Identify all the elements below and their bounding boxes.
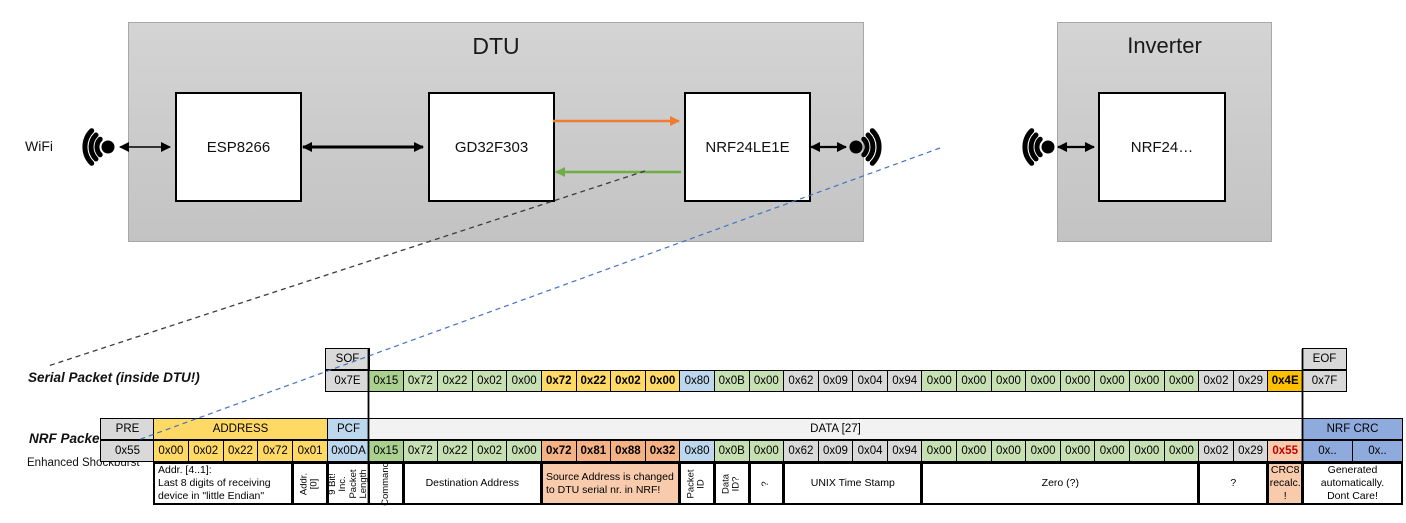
serial-byte: 0x00 <box>644 370 681 392</box>
annotation-cell: Packet ID <box>679 462 715 505</box>
chip-nrf24le1e: NRF24LE1E <box>684 92 811 202</box>
nrf-byte: 0x00 <box>1094 440 1131 462</box>
annotation-cell: Destination Address <box>402 462 542 505</box>
nrf-packet-label: NRF Packet <box>29 431 105 446</box>
nrf-byte: 0x22 <box>437 440 473 462</box>
nrf-byte: 0x81 <box>575 440 612 462</box>
address-byte: 0x22 <box>222 440 259 462</box>
annotation-cell: Source Address is changed to DTU serial … <box>540 462 681 505</box>
nrf-crc-byte: 0x.. <box>1302 440 1353 462</box>
nrf-byte: 0x00 <box>990 440 1027 462</box>
serial-byte: 0x72 <box>540 370 577 392</box>
serial-byte: 0x4E <box>1267 370 1303 392</box>
annotation-cell: UNIX Time Stamp <box>783 462 923 505</box>
annotation-cell: ? <box>1198 462 1269 505</box>
serial-byte: 0x00 <box>921 370 958 392</box>
nrf-byte: 0x00 <box>748 440 785 462</box>
serial-byte: 0x0B <box>713 370 750 392</box>
serial-byte: 0x04 <box>852 370 888 392</box>
annotation-cell: Generated automatically. Dont Care! <box>1302 462 1403 505</box>
serial-byte: 0x00 <box>990 370 1027 392</box>
wifi-waves-left-icon <box>82 128 115 166</box>
chip-gd32f303: GD32F303 <box>428 92 555 202</box>
nrf-byte: 0x0B <box>713 440 750 462</box>
nrf-byte: 0x02 <box>471 440 508 462</box>
annotation-cell: Zero (?) <box>921 462 1200 505</box>
serial-byte: 0x00 <box>506 370 542 392</box>
sof-header: SOF <box>325 348 370 370</box>
annotation-cell: Data ID? <box>713 462 750 505</box>
pcf-header: PCF <box>327 418 370 440</box>
address-header: ADDRESS <box>153 418 328 440</box>
pre-header: PRE <box>100 418 155 440</box>
serial-byte: 0x02 <box>1198 370 1234 392</box>
serial-byte: 0x00 <box>1094 370 1131 392</box>
nrf-byte: 0x94 <box>886 440 923 462</box>
sof-byte: 0x7E <box>325 370 370 392</box>
wifi-waves-inverter-icon <box>1022 128 1055 166</box>
annotation-cell: ? <box>748 462 785 505</box>
nrf-crc-byte: 0x.. <box>1352 440 1403 462</box>
nrf-byte: 0x80 <box>679 440 715 462</box>
serial-byte: 0x22 <box>575 370 612 392</box>
pcf-byte: 0x0DA <box>327 440 370 462</box>
eof-header: EOF <box>1302 348 1347 370</box>
serial-byte: 0x00 <box>1129 370 1165 392</box>
serial-byte: 0x80 <box>679 370 715 392</box>
nrf-byte: 0x72 <box>540 440 577 462</box>
annotation-cell: CRC8 recalc. ! <box>1267 462 1303 505</box>
serial-byte: 0x22 <box>437 370 473 392</box>
pre-byte: 0x55 <box>100 440 155 462</box>
nrf-byte: 0x55 <box>1267 440 1303 462</box>
annotation-cell: 9 Bit! Inc. Packet Length <box>327 462 370 505</box>
nrf-byte: 0x29 <box>1232 440 1269 462</box>
nrf-byte: 0x04 <box>852 440 888 462</box>
nrf-byte: 0x15 <box>368 440 404 462</box>
nrf-byte: 0x32 <box>644 440 681 462</box>
nrf-byte: 0x00 <box>1129 440 1165 462</box>
serial-byte: 0x00 <box>1059 370 1096 392</box>
address-byte: 0x02 <box>187 440 224 462</box>
serial-byte: 0x00 <box>1163 370 1200 392</box>
dtu-title: DTU <box>472 33 520 59</box>
inverter-title: Inverter <box>1127 33 1202 58</box>
data-header: DATA [27] <box>368 418 1303 440</box>
address-byte: 0x00 <box>153 440 189 462</box>
serial-byte: 0x02 <box>471 370 508 392</box>
nrf-byte: 0x88 <box>610 440 646 462</box>
annotation-cell: Addr.[0] <box>292 462 328 505</box>
nrf-byte: 0x00 <box>1163 440 1200 462</box>
serial-byte: 0x72 <box>402 370 439 392</box>
nrf-byte: 0x00 <box>921 440 958 462</box>
chip-esp8266: ESP8266 <box>175 92 302 202</box>
annotation-cell: Command <box>368 462 404 505</box>
serial-byte: 0x62 <box>783 370 819 392</box>
serial-byte: 0x15 <box>368 370 404 392</box>
serial-byte: 0x00 <box>956 370 992 392</box>
eof-byte: 0x7F <box>1302 370 1347 392</box>
nrf-byte: 0x02 <box>1198 440 1234 462</box>
nrf-byte: 0x00 <box>1025 440 1061 462</box>
chip-nrf24-inverter: NRF24… <box>1098 92 1226 202</box>
serial-byte: 0x00 <box>748 370 785 392</box>
nrf-byte: 0x62 <box>783 440 819 462</box>
annotation-cell: Addr. [4..1]: Last 8 digits of receiving… <box>153 462 294 505</box>
serial-byte: 0x09 <box>817 370 854 392</box>
nrf-byte: 0x00 <box>1059 440 1096 462</box>
nrf-byte: 0x72 <box>402 440 439 462</box>
nrf-byte: 0x00 <box>956 440 992 462</box>
address-byte: 0x72 <box>257 440 294 462</box>
serial-byte: 0x02 <box>610 370 646 392</box>
serial-byte: 0x29 <box>1232 370 1269 392</box>
nrf-crc-header: NRF CRC <box>1302 418 1403 440</box>
address-byte: 0x01 <box>292 440 328 462</box>
nrf-byte: 0x09 <box>817 440 854 462</box>
nrf-byte: 0x00 <box>506 440 542 462</box>
wifi-label: WiFi <box>25 138 53 154</box>
serial-byte: 0x94 <box>886 370 923 392</box>
serial-byte: 0x00 <box>1025 370 1061 392</box>
serial-packet-label: Serial Packet (inside DTU!) <box>28 370 200 385</box>
